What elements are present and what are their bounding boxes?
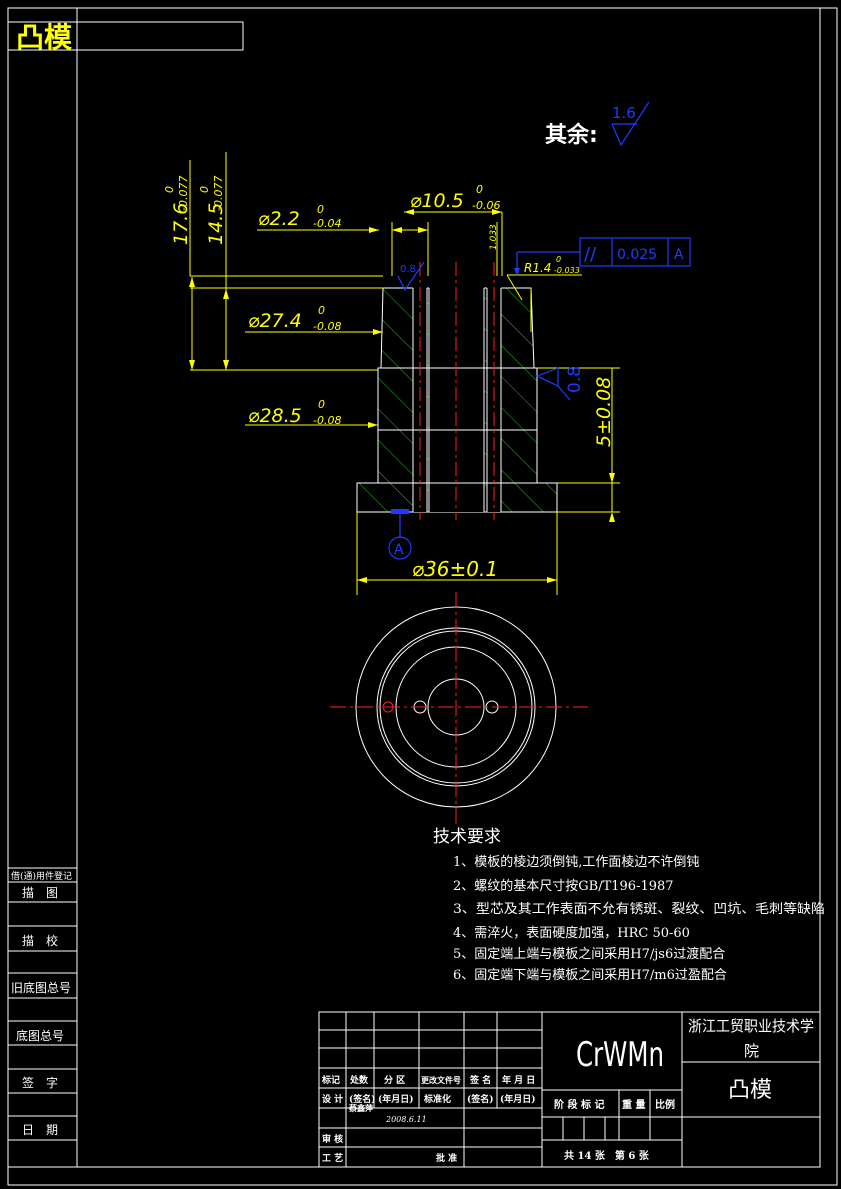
tb-row-label-0: 标记 xyxy=(321,1074,340,1086)
top-roughness-icon xyxy=(397,261,425,292)
left-item-2: 描 校 xyxy=(22,933,58,948)
dim-d3-base: ⌀27.4 xyxy=(248,310,302,332)
tb-row-label-4: 签 名 xyxy=(469,1074,491,1086)
datum-a-marker xyxy=(388,509,412,560)
left-item-3: 旧底图总号 xyxy=(11,980,71,995)
dim-d4-tol-low: -0.08 xyxy=(313,414,341,427)
side-roughness-icon xyxy=(535,367,571,401)
tb-scale: 比例 xyxy=(655,1098,675,1111)
requirement-item-2: 2、螺纹的基本尺寸按GB/T196-1987 xyxy=(453,878,674,894)
dim-r1-tol-low: -0.033 xyxy=(554,266,580,275)
dim-d5: ⌀36±0.1 xyxy=(412,557,498,581)
surface-note-label: 其余: xyxy=(545,122,598,148)
left-item-4: 底图总号 xyxy=(16,1028,64,1043)
dim-h1-tol-up: 0 xyxy=(163,186,176,193)
dim-h2-base: 14.5 xyxy=(205,203,227,245)
title-box xyxy=(7,21,244,51)
dim-d3-tol-up: 0 xyxy=(318,304,325,317)
dim-h3: 5±0.08 xyxy=(593,377,615,447)
left-item-5: 签 字 xyxy=(22,1075,58,1090)
dim-r1-tol-up: 0 xyxy=(556,255,561,264)
dim-r1-base: R1.4 xyxy=(524,261,551,275)
dimension-lines xyxy=(189,152,620,595)
tb-sheets: 共 14 张 第 6 张 xyxy=(564,1149,650,1162)
tb-stage-mark: 阶 段 标 记 xyxy=(554,1098,604,1111)
tb-part-name: 凸模 xyxy=(728,1078,772,1103)
requirement-item-4: 4、需淬火，表面硬度加强，HRC 50-60 xyxy=(453,925,690,941)
dim-d4-base: ⌀28.5 xyxy=(248,405,302,427)
tb-row-label-5: 年 月 日 xyxy=(502,1074,535,1086)
outer-frame xyxy=(7,7,838,1186)
tb-designer: 蔡鑫萍 xyxy=(348,1103,373,1113)
left-item-0: 借(通)用件登记 xyxy=(11,870,72,882)
tolerance-value: 0.025 xyxy=(617,247,657,263)
requirement-item-1: 1、模板的棱边须倒钝,工作面棱边不许倒钝 xyxy=(453,854,699,870)
dim-d2-base: ⌀10.5 xyxy=(410,190,464,212)
dim-d3-tol-low: -0.08 xyxy=(313,320,341,333)
tb-row-label-3: 更改文件号 xyxy=(421,1075,461,1085)
tolerance-symbol: // xyxy=(584,244,597,265)
roughness-symbol-icon xyxy=(611,101,650,147)
tb-process: 工 艺 xyxy=(322,1152,343,1164)
left-item-6: 日 期 xyxy=(22,1123,58,1137)
dim-small: 1.033 xyxy=(489,224,499,250)
tolerance-frame xyxy=(514,237,691,276)
dim-d2-tol-up: 0 xyxy=(476,183,483,196)
dim-h2-tol-up: 0 xyxy=(198,186,211,193)
dim-d4-tol-up: 0 xyxy=(318,398,325,411)
tb-school-cont: 院 xyxy=(744,1042,759,1060)
requirement-item-5: 5、固定端上端与模板之间采用H7/js6过渡配合 xyxy=(453,946,725,962)
top-view xyxy=(330,592,588,825)
side-roughness-value: 0.8 xyxy=(565,366,585,393)
dim-d1-tol-low: -0.04 xyxy=(313,217,341,230)
tolerance-datum: A xyxy=(674,247,684,263)
tb-material: CrWMn xyxy=(576,1035,664,1075)
left-item-1: 描 图 xyxy=(22,886,58,900)
dim-d2-tol-low: -0.06 xyxy=(472,199,500,212)
tb-row-label-2: 分 区 xyxy=(384,1074,405,1086)
dim-h2-tol-low: -0.077 xyxy=(212,176,225,211)
requirement-item-3: 3、型芯及其工作表面不允有锈斑、裂纹、凹坑、毛刺等缺陷 xyxy=(453,901,825,917)
tb-standard-date: (年月日) xyxy=(500,1093,536,1105)
tb-audit: 审 核 xyxy=(322,1133,343,1145)
tb-standard-sign: (签名) xyxy=(467,1093,494,1105)
tb-school: 浙江工贸职业技术学 xyxy=(688,1017,814,1035)
tb-standard: 标准化 xyxy=(423,1093,451,1105)
dim-d1-base: ⌀2.2 xyxy=(258,208,300,230)
top-roughness-value: 0.8 xyxy=(400,264,416,275)
tb-date: 2008.6.11 xyxy=(385,1115,427,1124)
tb-weight: 重 量 xyxy=(622,1098,645,1111)
datum-a-label: A xyxy=(394,542,404,558)
requirements-title: 技术要求 xyxy=(433,827,501,847)
page-title: 凸模 xyxy=(16,21,73,54)
dim-d1-tol-up: 0 xyxy=(317,203,324,216)
tb-approve: 批 准 xyxy=(436,1152,457,1164)
title-block-grid xyxy=(318,1011,821,1168)
tb-row-label-1: 处数 xyxy=(349,1074,369,1086)
tb-design-sign: (签名) xyxy=(349,1093,376,1105)
roughness-value: 1.6 xyxy=(612,104,636,122)
dim-h1-tol-low: -0.077 xyxy=(177,176,190,211)
dimension-texts: 17.6 0 -0.077 14.5 0 -0.077 ⌀2.2 0 -0.04… xyxy=(163,176,615,581)
tb-design-date: (年月日) xyxy=(378,1093,414,1105)
dim-h1-base: 17.6 xyxy=(170,203,192,245)
requirement-item-6: 6、固定端下端与模板之间采用H7/m6过盈配合 xyxy=(453,968,727,983)
left-column-table xyxy=(8,867,77,1168)
tb-design: 设 计 xyxy=(322,1093,343,1105)
